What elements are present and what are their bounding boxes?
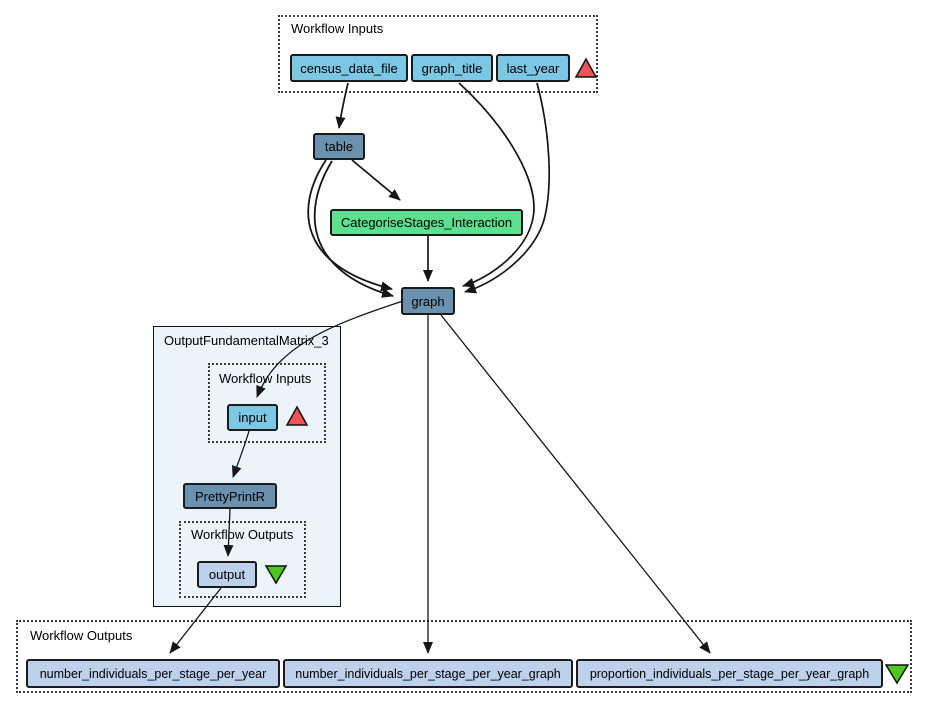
port-label: graph_title bbox=[421, 60, 483, 76]
port-graph-title[interactable]: graph_title bbox=[411, 54, 493, 82]
processor-label: CategoriseStages_Interaction bbox=[340, 215, 513, 230]
edge-table-to-categorise bbox=[351, 159, 401, 201]
port-label: number_individuals_per_stage_per_year_gr… bbox=[295, 666, 561, 681]
port-number-individuals-per-stage-per-year[interactable]: number_individuals_per_stage_per_year bbox=[26, 659, 280, 688]
processor-graph[interactable]: graph bbox=[401, 287, 455, 315]
processor-label: graph bbox=[411, 293, 445, 309]
processor-table[interactable]: table bbox=[313, 133, 365, 160]
processor-pretty-print-r[interactable]: PrettyPrintR bbox=[183, 483, 277, 509]
port-census-data-file[interactable]: census_data_file bbox=[290, 54, 408, 82]
port-number-individuals-per-stage-per-year-graph[interactable]: number_individuals_per_stage_per_year_gr… bbox=[283, 659, 573, 688]
port-label: number_individuals_per_stage_per_year bbox=[39, 666, 267, 681]
port-label: proportion_individuals_per_stage_per_yea… bbox=[589, 666, 870, 681]
workflow-inputs-title: Workflow Inputs bbox=[291, 21, 384, 36]
port-output[interactable]: output bbox=[197, 561, 257, 588]
workflow-inputs-group bbox=[278, 15, 598, 93]
workflow-output-marker-icon bbox=[884, 664, 910, 685]
port-input[interactable]: input bbox=[227, 404, 278, 431]
workflow-input-marker-icon bbox=[574, 57, 598, 78]
workflow-outputs-title: Workflow Outputs bbox=[30, 628, 133, 643]
processor-label: PrettyPrintR bbox=[194, 488, 266, 504]
port-label: output bbox=[208, 567, 246, 582]
nested-workflow-outputs-title: Workflow Outputs bbox=[191, 527, 294, 542]
port-label: last_year bbox=[506, 60, 560, 76]
port-label: census_data_file bbox=[300, 60, 398, 76]
edge-graph-title-to-graph bbox=[458, 82, 535, 288]
processor-label: table bbox=[324, 139, 354, 154]
nested-workflow-outputs-group bbox=[179, 521, 306, 598]
port-last-year[interactable]: last_year bbox=[496, 54, 570, 82]
port-label: input bbox=[238, 410, 267, 425]
nested-output-marker-icon bbox=[264, 565, 288, 585]
nested-workflow-title: OutputFundamentalMatrix_3 bbox=[164, 333, 329, 348]
edge-last-year-to-graph bbox=[464, 82, 550, 294]
port-proportion-individuals-per-stage-per-year-graph[interactable]: proportion_individuals_per_stage_per_yea… bbox=[576, 659, 883, 688]
processor-categorise-stages-interaction[interactable]: CategoriseStages_Interaction bbox=[330, 209, 523, 236]
nested-input-marker-icon bbox=[285, 405, 309, 426]
edge-graph-to-proportion-graph bbox=[440, 314, 711, 654]
nested-workflow-inputs-title: Workflow Inputs bbox=[219, 371, 312, 386]
